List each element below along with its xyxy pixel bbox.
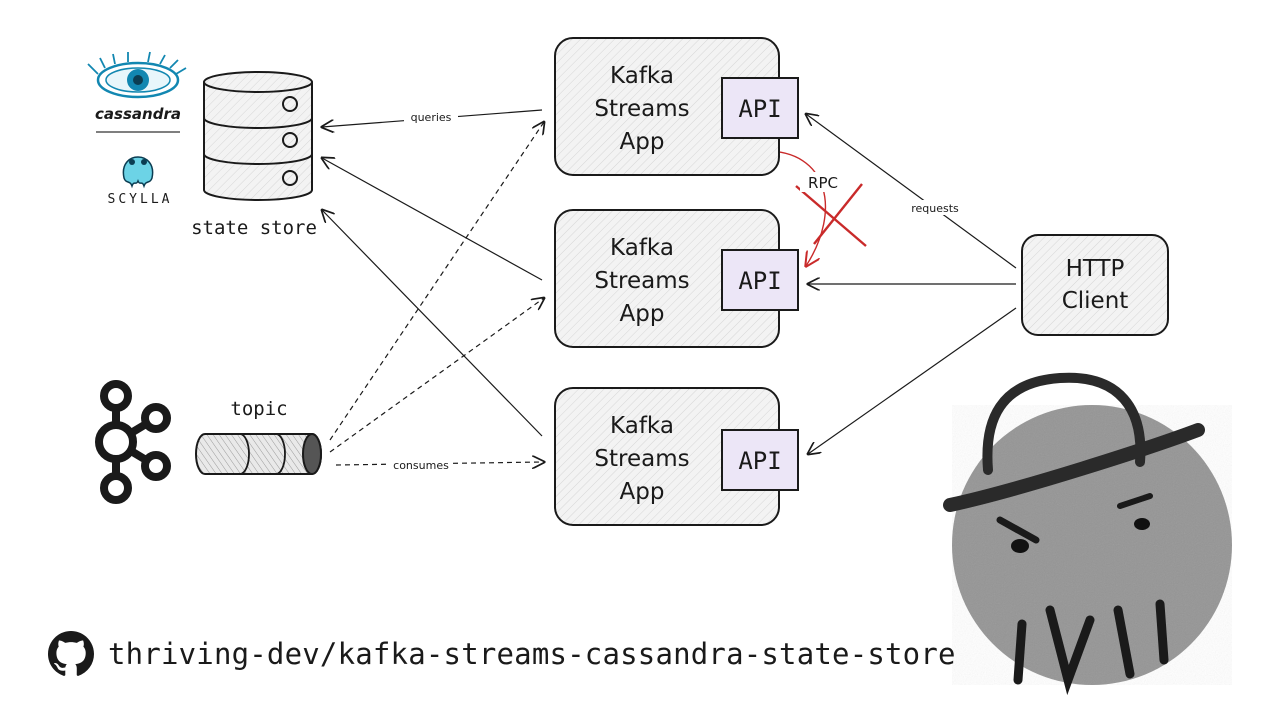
state-store-label: state store bbox=[191, 217, 317, 239]
app-1-title-line1: Kafka bbox=[610, 63, 674, 89]
http-client-box: HTTP Client bbox=[1021, 234, 1169, 336]
state-store-database-icon bbox=[203, 71, 313, 201]
app-2-title-line1: Kafka bbox=[610, 235, 674, 261]
client-api3-arrow bbox=[808, 307, 1017, 454]
app2-store-arrow bbox=[322, 158, 543, 281]
http-client-line2: Client bbox=[1062, 288, 1129, 314]
requests-arrow bbox=[806, 114, 1017, 269]
scylla-wordmark: SCYLLA bbox=[108, 192, 173, 207]
app-3-title-line2: Streams bbox=[594, 446, 689, 472]
topic-label: topic bbox=[230, 398, 287, 420]
github-icon bbox=[48, 631, 94, 676]
kafka-logo-icon bbox=[95, 380, 171, 504]
app-3-title-line1: Kafka bbox=[610, 413, 674, 439]
topic-app2-arrow bbox=[329, 298, 544, 453]
api-3-label: API bbox=[738, 447, 781, 475]
api-3-box bbox=[721, 429, 799, 491]
scylla-logo: SCYLLA bbox=[108, 156, 173, 207]
app-2-title-line3: App bbox=[620, 301, 665, 327]
connections bbox=[322, 109, 1017, 465]
cassandra-wordmark: cassandra bbox=[95, 105, 181, 123]
repo-name: thriving-dev/kafka-streams-cassandra-sta… bbox=[108, 637, 956, 671]
kafka-streams-app-2: Kafka Streams App API bbox=[554, 209, 799, 348]
topic-app1-arrow bbox=[329, 122, 544, 441]
rpc-label: RPC bbox=[808, 174, 838, 192]
app-1-title-line2: Streams bbox=[594, 96, 689, 122]
api-1-label: API bbox=[738, 95, 781, 123]
requests-label: requests bbox=[911, 202, 959, 215]
app3-store-arrow bbox=[322, 210, 543, 437]
app-2-title-line2: Streams bbox=[594, 268, 689, 294]
cassandra-logo: cassandra bbox=[87, 51, 187, 133]
kafka-streams-app-3: Kafka Streams App API bbox=[554, 387, 799, 526]
queries-label: queries bbox=[411, 111, 452, 124]
topic-cylinder-icon bbox=[195, 433, 322, 475]
kafka-streams-app-1: Kafka Streams App API bbox=[554, 37, 799, 176]
http-client-line1: HTTP bbox=[1066, 256, 1125, 282]
cross-icon bbox=[795, 185, 867, 247]
api-2-label: API bbox=[738, 267, 781, 295]
api-1-box bbox=[721, 77, 799, 139]
api-2-box bbox=[721, 249, 799, 311]
consumes-arrow bbox=[335, 462, 544, 465]
consumes-label: consumes bbox=[393, 459, 449, 472]
mascot-illustration bbox=[943, 372, 1232, 696]
app-1-title-line3: App bbox=[620, 129, 665, 155]
app-3-title-line3: App bbox=[620, 479, 665, 505]
repo-link[interactable]: thriving-dev/kafka-streams-cassandra-sta… bbox=[48, 630, 956, 678]
